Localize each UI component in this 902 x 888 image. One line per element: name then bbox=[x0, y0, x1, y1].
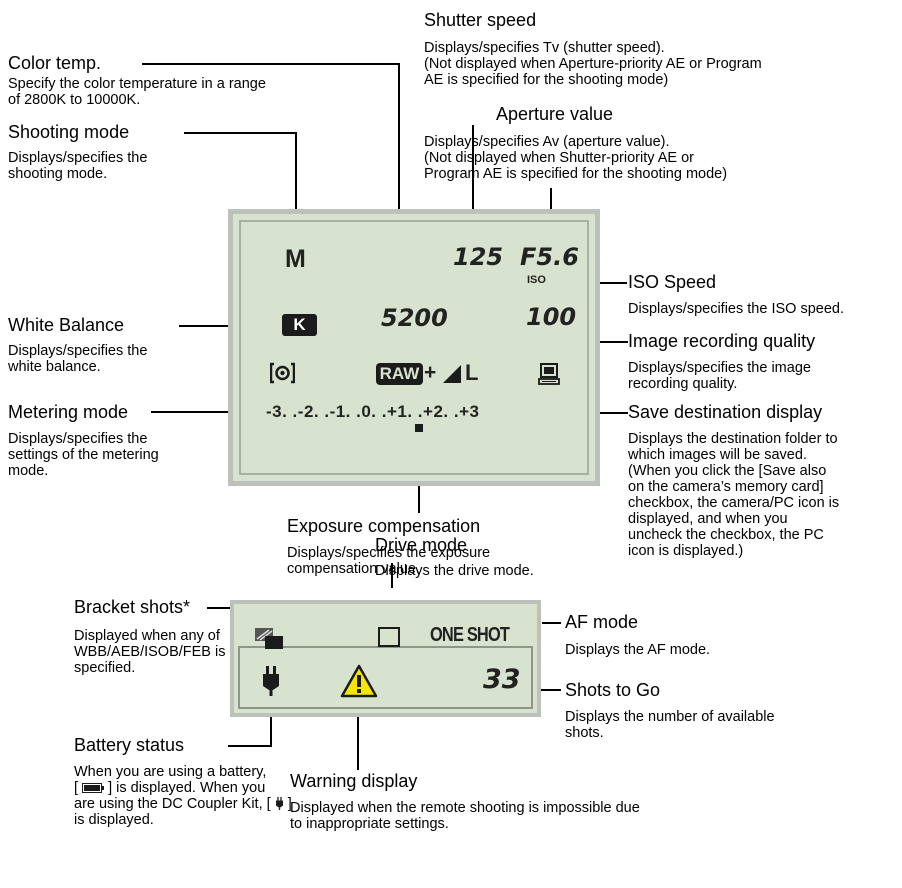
lcd-aperture[interactable]: F5.6 bbox=[520, 243, 579, 271]
lcd-shooting-mode[interactable]: M bbox=[285, 245, 306, 273]
metering-icon[interactable] bbox=[269, 362, 296, 384]
main-lcd-panel bbox=[228, 209, 600, 486]
desc-battery-line3a: are using the DC Coupler Kit, [ bbox=[74, 796, 275, 812]
desc-aperture-value: Displays/specifies Av (aperture value). … bbox=[424, 134, 728, 182]
exposure-scale[interactable]: -3. .-2. .-1. .0. .+1. .+2. .+3 bbox=[266, 402, 480, 421]
desc-battery-status: When you are using a battery, [ ] is dis… bbox=[74, 764, 292, 828]
desc-battery-line1: When you are using a battery, bbox=[74, 764, 267, 780]
desc-shooting-mode: Displays/specifies the shooting mode. bbox=[8, 150, 148, 182]
desc-white-balance: Displays/specifies the white balance. bbox=[8, 343, 148, 375]
label-battery-status: Battery status bbox=[74, 735, 185, 755]
desc-battery-line4: is displayed. bbox=[74, 812, 154, 828]
quality-raw-label: RAW bbox=[379, 364, 420, 383]
lcd-color-temp[interactable]: 5200 bbox=[381, 304, 448, 332]
label-bracket-shots: Bracket shots* bbox=[74, 597, 191, 617]
main-lcd-inner bbox=[239, 220, 589, 475]
wb-k-label: K bbox=[293, 315, 306, 334]
desc-iso-speed: Displays/specifies the ISO speed. bbox=[628, 301, 844, 317]
label-drive-mode: Drive mode bbox=[375, 535, 468, 555]
desc-image-quality: Displays/specifies the image recording q… bbox=[628, 360, 811, 392]
label-image-quality: Image recording quality bbox=[628, 331, 816, 351]
desc-shutter-speed: Displays/specifies Tv (shutter speed). (… bbox=[424, 40, 762, 88]
quality-raw-badge[interactable]: RAW bbox=[376, 363, 423, 385]
desc-drive-mode: Displays the drive mode. bbox=[375, 563, 534, 579]
sub-lcd-inner bbox=[238, 646, 533, 709]
desc-exposure-comp: Displays/specifies the exposure compensa… bbox=[287, 545, 491, 577]
label-aperture-value: Aperture value bbox=[496, 104, 614, 124]
warning-icon bbox=[340, 664, 378, 698]
desc-save-destination: Displays the destination folder to which… bbox=[628, 431, 840, 559]
sub-lcd-panel bbox=[230, 600, 541, 717]
desc-shots-to-go: Displays the number of available shots. bbox=[565, 709, 775, 741]
quality-fine-icon bbox=[442, 364, 462, 384]
shots-to-go-value: 33 bbox=[483, 664, 521, 695]
label-save-destination: Save destination display bbox=[628, 402, 823, 422]
pc-icon[interactable] bbox=[538, 363, 560, 385]
lcd-iso-label: ISO bbox=[527, 274, 546, 286]
desc-color-temp: Specify the color temperature in a range… bbox=[8, 76, 266, 108]
desc-battery-line3b: ] bbox=[283, 796, 292, 812]
label-shooting-mode: Shooting mode bbox=[8, 122, 130, 142]
af-mode-value[interactable]: ONE SHOT bbox=[430, 624, 510, 646]
quality-plus: + bbox=[424, 361, 437, 384]
label-shots-to-go: Shots to Go bbox=[565, 680, 661, 700]
wb-k-icon[interactable]: K bbox=[282, 314, 317, 336]
label-white-balance: White Balance bbox=[8, 315, 125, 335]
desc-bracket-shots: Displayed when any of WBB/AEB/ISOB/FEB i… bbox=[74, 628, 226, 676]
desc-warning-display: Displayed when the remote shooting is im… bbox=[290, 800, 640, 832]
desc-battery-line2b: ] is displayed. When you bbox=[104, 780, 266, 796]
desc-metering-mode: Displays/specifies the settings of the m… bbox=[8, 431, 159, 479]
label-iso-speed: ISO Speed bbox=[628, 272, 717, 292]
battery-plug-icon bbox=[262, 666, 280, 696]
drive-single-icon[interactable] bbox=[378, 627, 400, 647]
desc-af-mode: Displays the AF mode. bbox=[565, 642, 711, 658]
lcd-iso-value[interactable]: 100 bbox=[526, 303, 577, 331]
label-color-temp: Color temp. bbox=[8, 53, 102, 73]
lcd-shutter-speed[interactable]: 125 bbox=[453, 243, 504, 271]
label-exposure-comp: Exposure compensation bbox=[287, 516, 481, 536]
bracket-icon[interactable] bbox=[254, 627, 284, 651]
battery-icon bbox=[82, 781, 105, 793]
label-af-mode: AF mode bbox=[565, 612, 639, 632]
label-metering-mode: Metering mode bbox=[8, 402, 129, 422]
label-shutter-speed: Shutter speed bbox=[424, 10, 537, 30]
exposure-indicator bbox=[415, 424, 423, 432]
desc-battery-line2a: [ bbox=[74, 780, 83, 796]
quality-size: L bbox=[465, 360, 479, 385]
battery-plug-small-icon bbox=[275, 797, 284, 810]
label-warning-display: Warning display bbox=[290, 771, 418, 791]
